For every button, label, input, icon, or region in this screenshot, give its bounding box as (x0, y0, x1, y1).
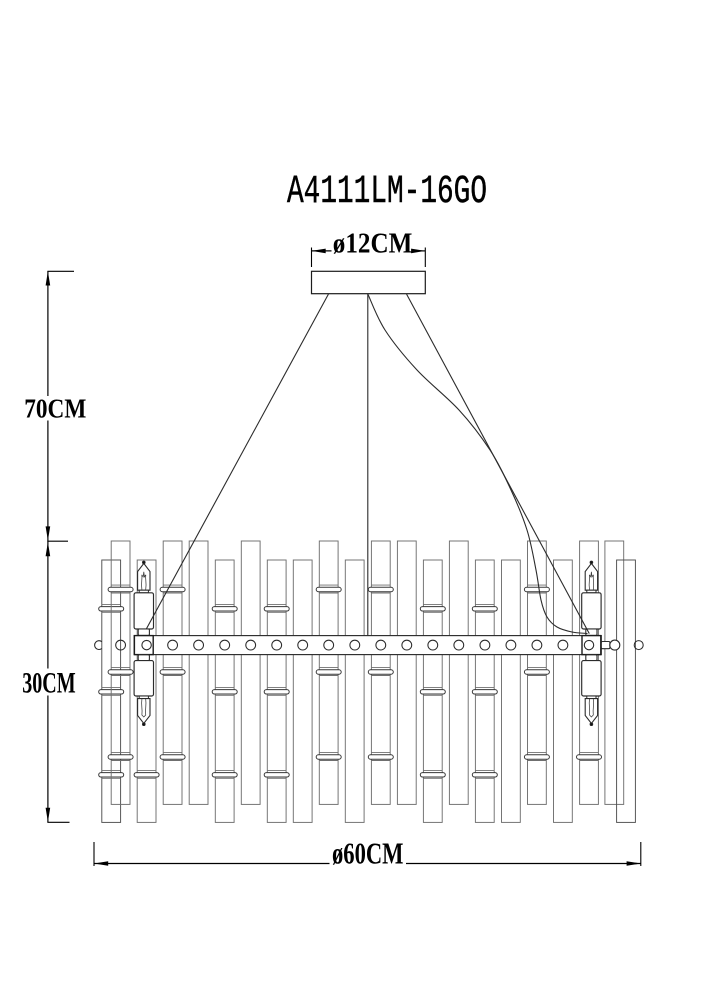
svg-text:ø60CM: ø60CM (332, 837, 404, 871)
svg-text:70CM: 70CM (24, 392, 86, 423)
svg-text:30CM: 30CM (22, 667, 75, 699)
svg-text:A4111LM-16GO: A4111LM-16GO (287, 169, 487, 214)
svg-text:ø12CM: ø12CM (333, 228, 413, 260)
